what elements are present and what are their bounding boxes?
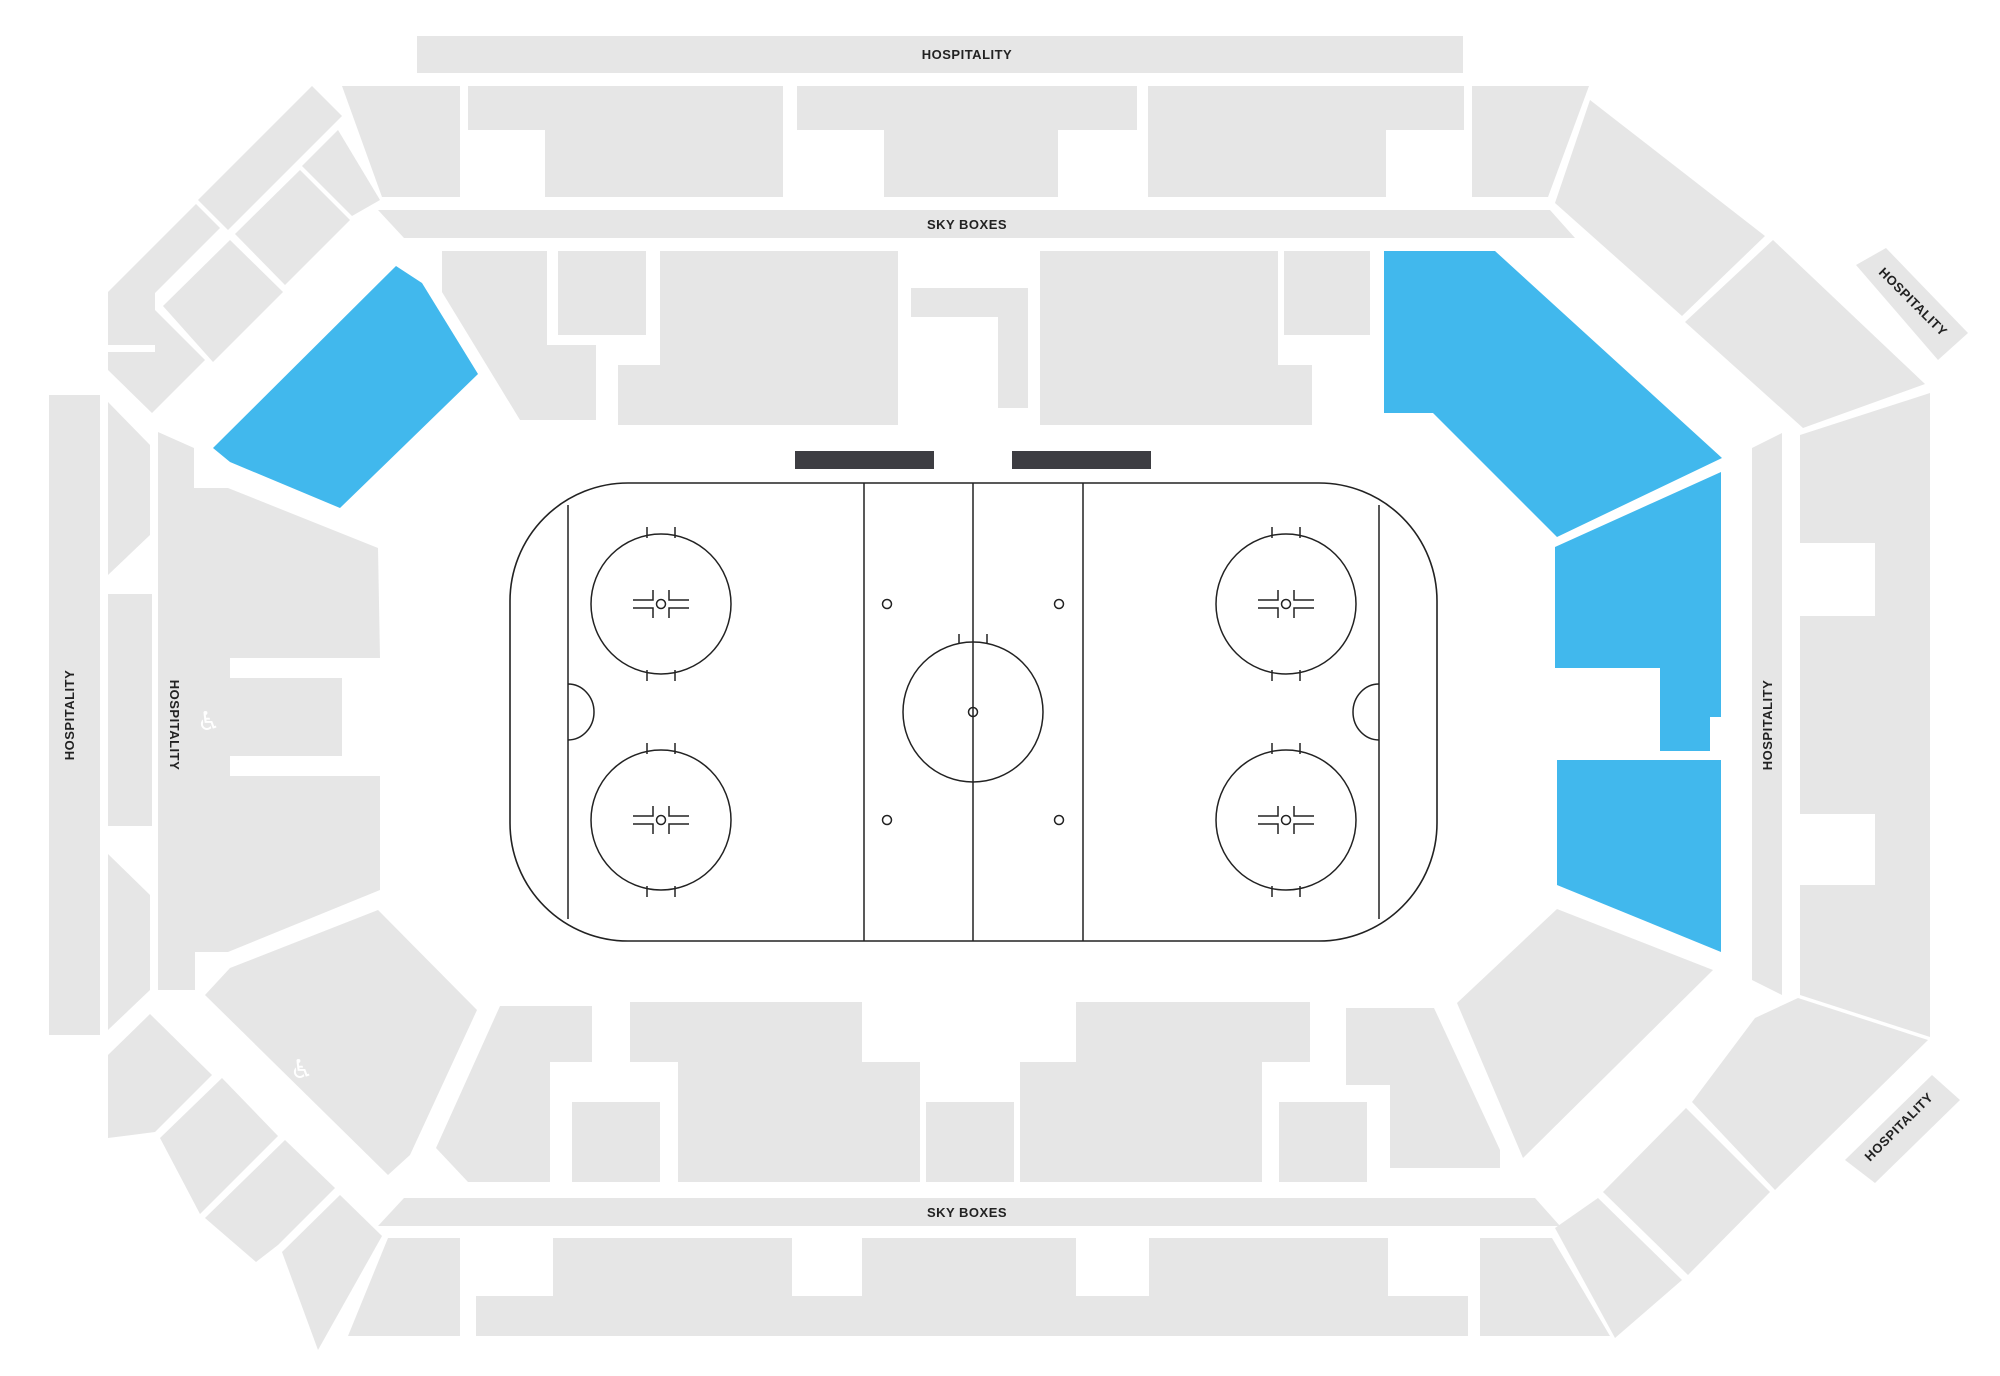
section-upper-left-outer-6[interactable] [302, 130, 380, 216]
hospitality-left-outer-label: HOSPITALITY [62, 670, 77, 760]
section-top-outer-4[interactable] [1148, 86, 1464, 197]
hospitality-bottom-right-band[interactable] [1845, 1075, 1960, 1183]
section-top-outer-5[interactable] [1472, 86, 1589, 197]
section-right-side-upper[interactable] [1555, 472, 1721, 751]
faceoff-circle-bottom-right [1215, 743, 1357, 897]
section-left-outer-1[interactable] [108, 402, 150, 575]
section-left-outer-3[interactable] [108, 854, 150, 1030]
section-upper-left-outer-2[interactable] [108, 310, 205, 413]
section-bottom-inner-2[interactable] [1279, 1102, 1367, 1182]
section-lower-left-outer-3[interactable] [205, 1140, 335, 1262]
section-upper-right-outer-2[interactable] [1685, 240, 1925, 428]
ice-rink [509, 482, 1438, 942]
section-left-inner-main[interactable] [158, 432, 380, 990]
section-upper-right-corner[interactable] [1384, 251, 1722, 537]
section-lower-left-outer-4[interactable] [282, 1195, 382, 1350]
section-top-inner-6[interactable] [1284, 251, 1370, 335]
section-bottom-inner-6[interactable] [572, 1102, 660, 1182]
sky-boxes-bottom-label: SKY BOXES [927, 1205, 1007, 1220]
team-bench-left [795, 451, 934, 469]
section-bottom-outer-1[interactable] [348, 1238, 460, 1336]
section-top-inner-4[interactable] [911, 288, 1028, 408]
wheelchair-icon: ♿ [197, 707, 220, 737]
section-upper-right-outer-1[interactable] [1555, 100, 1765, 316]
section-bottom-outer-3[interactable] [1480, 1238, 1610, 1336]
section-lower-left-outer-1[interactable] [108, 1014, 212, 1138]
hospitality-right-label: HOSPITALITY [1760, 680, 1775, 770]
section-lower-right-outer-2[interactable] [1603, 1108, 1770, 1275]
sky-boxes-bottom-band[interactable] [378, 1198, 1560, 1226]
team-bench-right [1012, 451, 1151, 469]
sky-boxes-top-band[interactable] [378, 210, 1575, 238]
section-top-inner-1[interactable] [442, 251, 596, 420]
section-bottom-inner-1[interactable] [1346, 1008, 1500, 1168]
section-lower-right-outer-1[interactable] [1692, 998, 1928, 1190]
section-top-outer-3[interactable] [797, 86, 1137, 197]
section-bottom-inner-5[interactable] [630, 1002, 920, 1182]
section-top-inner-7[interactable] [1240, 365, 1312, 425]
hospitality-left-outer-band[interactable] [49, 395, 100, 1035]
section-upper-left-corner[interactable] [213, 266, 478, 508]
section-top-outer-2[interactable] [468, 86, 783, 197]
section-lower-left-outer-2[interactable] [160, 1078, 278, 1214]
section-lower-right-outer-3[interactable] [1555, 1198, 1682, 1338]
section-bottom-inner-3[interactable] [1020, 1002, 1310, 1182]
section-right-outer-1[interactable] [1800, 393, 1930, 1037]
section-upper-left-outer-1[interactable] [108, 204, 220, 345]
section-right-side-lower[interactable] [1557, 760, 1721, 952]
section-upper-left-outer-5[interactable] [235, 170, 350, 285]
wheelchair-icon-lower: ♿ [290, 1055, 313, 1085]
section-left-outer-2[interactable] [108, 594, 152, 826]
section-top-inner-5[interactable] [1040, 251, 1278, 425]
hospitality-left-inner-label: HOSPITALITY [167, 680, 182, 770]
section-top-inner-2[interactable] [558, 251, 646, 335]
faceoff-circle-top-left [590, 527, 732, 681]
hospitality-top-right-band[interactable] [1856, 248, 1968, 360]
section-lower-left-corner[interactable] [205, 910, 477, 1175]
section-top-outer-1[interactable] [342, 86, 460, 197]
section-lower-right-corner[interactable] [1457, 909, 1713, 1158]
faceoff-circle-bottom-left [590, 743, 732, 897]
section-bottom-inner-7[interactable] [436, 1006, 592, 1182]
section-upper-left-outer-3[interactable] [163, 240, 283, 362]
hospitality-top-label: HOSPITALITY [922, 47, 1012, 62]
section-bottom-outer-2[interactable] [476, 1238, 1468, 1336]
section-upper-left-outer-4[interactable] [198, 86, 342, 230]
section-bottom-inner-4[interactable] [926, 1102, 1014, 1182]
sky-boxes-top-label: SKY BOXES [927, 217, 1007, 232]
hospitality-right-band[interactable] [1752, 433, 1782, 995]
hospitality-top-band[interactable] [417, 36, 1463, 73]
section-top-inner-3[interactable] [618, 251, 898, 425]
faceoff-circle-top-right [1215, 527, 1357, 681]
